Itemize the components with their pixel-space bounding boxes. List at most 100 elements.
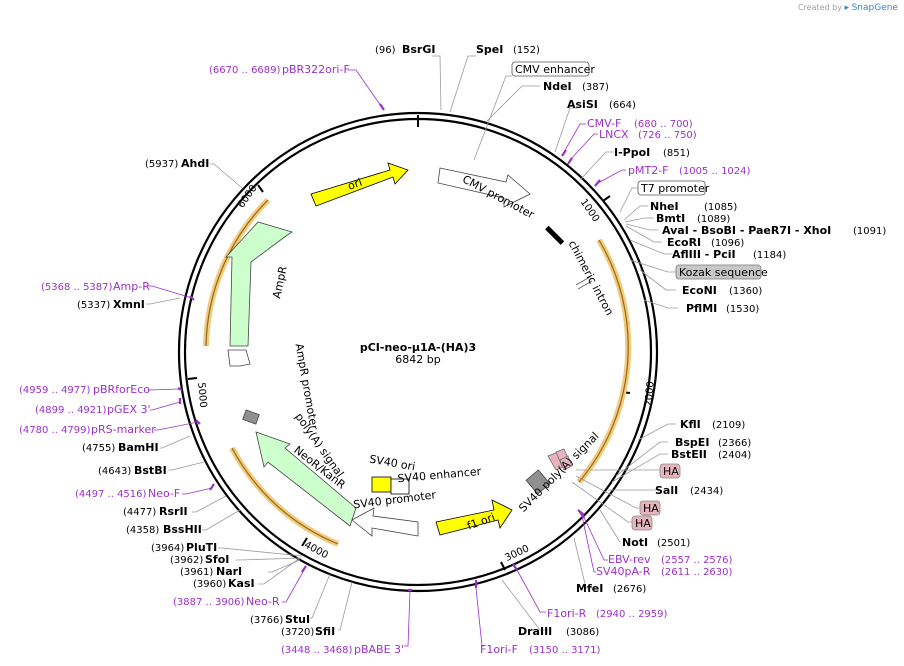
primer-pos-f1ori-r: (2940 .. 2959) [596, 609, 668, 620]
site-name-sfii: SfiI [315, 625, 335, 638]
tick-4000 [301, 537, 308, 547]
ha-box-3 [631, 515, 653, 531]
site-pos-spei: (152) [513, 45, 540, 56]
primer-pos-pmt2-f: (1005 .. 1024) [679, 166, 751, 177]
site-pos-sali: (2434) [690, 486, 723, 497]
site-pos-pflmi: (1530) [726, 304, 759, 315]
tick-label-5000: 5000 [195, 382, 208, 408]
primer-name-lncx: LNCX [599, 128, 629, 141]
site-pos-asisi: (664) [609, 100, 636, 111]
site-name-asisi: AsiSI [567, 98, 598, 111]
primer-name-prs-marker: pRS-marker [91, 423, 156, 436]
leader-rsrii [192, 495, 227, 513]
primer-leader-pgex3 [150, 401, 181, 411]
primer-pos-pbrforeco: (4959 .. 4977) [19, 385, 91, 396]
primer-mark-neo-f [209, 483, 215, 491]
site-pos-sfoi: (3962) [170, 555, 203, 566]
primer-mark-cmv-f [561, 149, 567, 157]
primer-pos-amp-r: (5368 .. 5387) [41, 282, 113, 293]
primer-pos-prs-marker: (4780 .. 4799) [19, 425, 91, 436]
tick-6000 [257, 184, 264, 193]
site-pos-i-ppoi: (851) [663, 148, 690, 159]
primer-leader-pbrforeco [148, 388, 181, 391]
site-name-noti: NotI [622, 536, 648, 549]
site-name-draiii: DraIII [518, 625, 552, 638]
tick-1000 [602, 195, 611, 202]
site-name-bstbi: BstBI [134, 464, 167, 477]
site-name-i-ppoi: I-PpoI [614, 146, 650, 159]
site-pos-kfli: (2109) [712, 420, 745, 431]
site-name-pluti: PluTI [186, 541, 217, 554]
primer-leader-f1ori-f [475, 587, 484, 647]
site-name-econi: EcoNI [682, 284, 717, 297]
primer-name-pgex3: pGEX 3' [107, 403, 151, 416]
tick-label-6000: 6000 [236, 183, 260, 210]
primer-leader-pbabe3 [404, 589, 411, 647]
primer-pos-ebv-rev: (2557 .. 2576) [661, 555, 733, 566]
leader-sfoi [236, 557, 302, 561]
site-pos-xmni: (5337) [77, 300, 110, 311]
site-name-sali: SalI [655, 484, 678, 497]
site-pos-econi: (1360) [729, 286, 762, 297]
leader-xhoi [625, 223, 658, 231]
primer-name-pbr322ori: pBR322ori-F [282, 63, 350, 76]
feature-f1-ori-arrow [435, 499, 513, 536]
primer-leader-amp-r [148, 285, 193, 299]
primer-leader-pbr322ori [348, 69, 382, 107]
t7-promoter-label: T7 promoter [640, 182, 710, 195]
site-name-spei: SpeI [476, 43, 503, 56]
primer-pos-f1ori-f: (3150 .. 3171) [529, 645, 601, 656]
site-pos-ndei: (387) [582, 82, 609, 93]
site-pos-rsrii: (4477) [123, 507, 156, 518]
leader-ndei [485, 85, 540, 123]
primer-leader-ebv-rev [581, 512, 608, 561]
site-name-stui: StuI [285, 613, 310, 626]
credit-prefix: Created by [797, 3, 842, 12]
site-pos-ahdi: (5937) [145, 159, 178, 170]
site-name-mfei: MfeI [576, 582, 603, 595]
leader-ahdi [210, 163, 243, 189]
site-leader-lines [146, 55, 678, 631]
kozak-box [675, 264, 762, 280]
leader-pflmi [643, 299, 678, 309]
intron-tick-1 [575, 276, 591, 286]
leader-t7-promoter [619, 187, 638, 213]
backbone-outer-strand [177, 111, 659, 593]
leader-nhei [623, 205, 648, 221]
leader-nari [268, 559, 301, 573]
ha-box-2 [639, 500, 661, 516]
feature-label-ori: ori [346, 176, 364, 193]
site-name-ecori: EcoRI [667, 236, 701, 249]
leader-ha-3 [571, 481, 632, 523]
feature-sv40-polya-box [525, 469, 551, 495]
leader-afliii [629, 239, 672, 255]
primer-pos-pbr322ori: (6670 .. 6689) [209, 65, 281, 76]
leader-stui [310, 573, 331, 619]
feature-ampr-promoter-arrow [227, 349, 251, 367]
site-labels: (96) BsrGI SpeI (152) NdeI (387) AsiSI (… [77, 43, 886, 638]
leader-bstbi [168, 461, 205, 471]
primer-pos-cmv-f: (680 .. 700) [634, 119, 693, 130]
leader-bmti [624, 217, 654, 223]
site-pos-stui: (3766) [250, 615, 283, 626]
primer-pos-neo-f: (4497 .. 4516) [75, 489, 147, 500]
site-name-bmti: BmtI [656, 212, 685, 225]
site-name-rsrii: RsrII [159, 505, 188, 518]
primer-name-neo-r: Neo-R [246, 595, 280, 608]
site-pos-mfei: (2676) [613, 584, 646, 595]
ha-label-1: HA [663, 465, 679, 478]
primer-name-sv40pa-r: SV40pA-R [596, 565, 651, 578]
primer-leader-lines [148, 69, 626, 647]
tick-label-4000: 4000 [302, 540, 330, 562]
feature-sv40-promoter-arrow [351, 507, 419, 537]
primer-mark-pmt2-f [594, 179, 601, 187]
leader-xmni [146, 297, 181, 305]
site-name-xmni: XmnI [113, 298, 145, 311]
leader-kasi [258, 557, 301, 585]
site-pos-bamhi: (4755) [82, 443, 115, 454]
site-pos-pluti: (3964) [151, 543, 184, 554]
leader-cmv-enhancer [473, 75, 512, 161]
primer-leader-lncx [569, 133, 598, 161]
site-pos-nhei: (1085) [704, 202, 737, 213]
site-name-nhei: NheI [650, 200, 679, 213]
